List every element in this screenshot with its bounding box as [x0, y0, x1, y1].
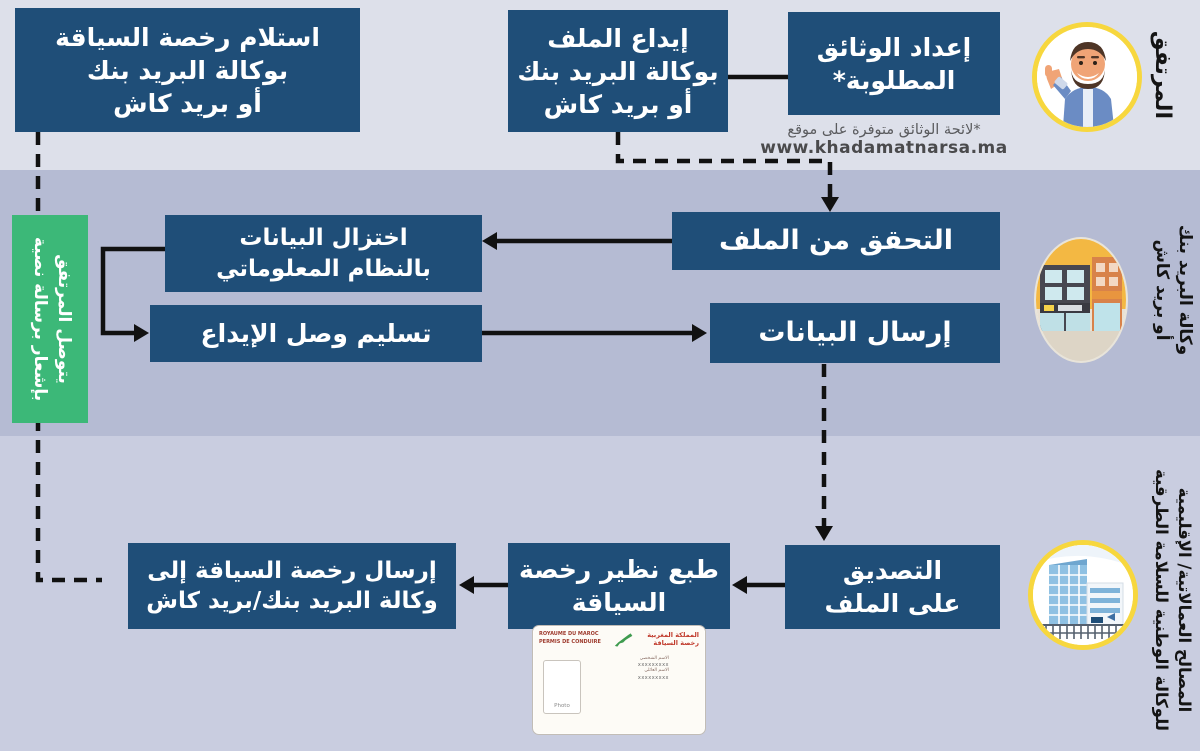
license-card-french-title: ROYAUME DU MAROC PERMIS DE CONDUIRE: [539, 631, 601, 648]
step-certify-file: التصديق على الملف: [785, 545, 1000, 629]
step-text: المطلوبة*: [832, 65, 956, 95]
footnote-website-url: www.khadamatnarsa.ma: [760, 138, 1008, 158]
step-data-entry: اختزال البيانات بالنظام المعلوماتي: [165, 215, 482, 292]
infographic-canvas: { "colors": { "lane_citizen_bg": "#dde0e…: [0, 0, 1200, 735]
morocco-map-icon: [614, 633, 633, 647]
step-text: بالنظام المعلوماتي: [216, 255, 431, 282]
lane-label-text: المصالح العمالاتية/ الإقليمية: [1175, 487, 1194, 713]
step-print-license: طبع نظير رخصة السياقة: [508, 543, 730, 629]
sms-notification-text: يتوصل المرتفق بإشعار برسالة نصية: [25, 214, 75, 424]
card-country-ar: المملكة المغربية: [647, 631, 699, 639]
step-text: تسليم وصل الإيداع: [200, 319, 432, 348]
lane-label-text: وكالة البريد بنك: [1175, 224, 1195, 356]
license-photo-placeholder: Photo: [543, 660, 581, 714]
step-verify-file: التحقق من الملف: [672, 212, 1000, 270]
narsa-building-icon: [1028, 540, 1138, 650]
storefront-illustration: [1036, 239, 1126, 361]
lane-post-office: [0, 170, 1200, 436]
man-thumbs-up-icon: [1037, 27, 1137, 127]
lane-label-text: المرتفق: [1150, 30, 1175, 120]
step-text: استلام رخصة السياقة: [55, 22, 320, 52]
card-doc-ar: رخصة السياقة: [653, 639, 699, 648]
lane-label-narsa: المصالح العمالاتية/ الإقليمية للوكالة ال…: [1140, 455, 1196, 745]
step-send-license: إرسال رخصة السياقة إلى وكالة البريد بنك/…: [128, 543, 456, 629]
license-card-fields: الاسم الشخصي xxxxxxxxx الاسم العائلي xxx…: [589, 656, 669, 681]
step-text: طبع نظير رخصة: [519, 555, 719, 584]
sms-note-line: يتوصل المرتفق: [54, 254, 74, 384]
step-text: اختزال البيانات: [239, 225, 408, 252]
card-field-label: الاسم الشخصي: [639, 656, 669, 661]
sms-notification-note: يتوصل المرتفق بإشعار برسالة نصية: [12, 215, 88, 423]
lane-label-text: أو بريد كاش: [1152, 239, 1173, 341]
step-text: على الملف: [824, 589, 961, 618]
lane-label-citizen: المرتفق: [1138, 28, 1186, 122]
office-building-illustration: [1033, 545, 1133, 645]
step-text: إرسال رخصة السياقة إلى: [147, 557, 437, 584]
step-receive-license: استلام رخصة السياقة بوكالة البريد بنك أو…: [15, 8, 360, 132]
step-text: أو بريد كاش: [543, 89, 693, 119]
step-text: إرسال البيانات: [758, 317, 952, 349]
step-text: التصديق: [842, 556, 943, 585]
citizen-avatar-icon: [1032, 22, 1142, 132]
lane-label-text: للوكالة الوطنية للسلامة الطرقية: [1151, 469, 1171, 731]
step-text: السياقة: [571, 588, 667, 617]
step-prepare-documents: إعداد الوثائق المطلوبة*: [788, 12, 1000, 115]
card-doc-fr: PERMIS DE CONDUIRE: [539, 638, 601, 645]
footnote-text: *لائحة الوثائق متوفرة على موقع: [787, 122, 981, 138]
card-field-value: xxxxxxxxx: [637, 662, 669, 669]
step-text: أو بريد كاش: [113, 88, 262, 118]
step-deliver-receipt: تسليم وصل الإيداع: [150, 305, 482, 362]
step-text: التحقق من الملف: [718, 225, 954, 257]
card-field-value: xxxxxxxxx: [637, 674, 669, 681]
documents-footnote: *لائحة الوثائق متوفرة على موقع www.khada…: [758, 122, 1010, 158]
step-text: بوكالة البريد بنك: [517, 56, 719, 86]
post-office-storefront-icon: [1034, 237, 1128, 363]
step-deposit-file: إيداع الملف بوكالة البريد بنك أو بريد كا…: [508, 10, 728, 132]
sms-note-line: بإشعار برسالة نصية: [30, 236, 51, 402]
license-card-arabic-title: المملكة المغربية رخصة السياقة: [647, 631, 699, 648]
step-text: وكالة البريد بنك/بريد كاش: [146, 588, 438, 614]
step-send-data: إرسال البيانات: [710, 303, 1000, 363]
license-card-header: ROYAUME DU MAROC PERMIS DE CONDUIRE المم…: [539, 631, 699, 648]
card-field-label: الاسم العائلي: [644, 668, 669, 674]
step-text: إيداع الملف: [547, 23, 689, 53]
lane-label-post-office: وكالة البريد بنك أو بريد كاش: [1146, 222, 1196, 358]
driving-license-card: ROYAUME DU MAROC PERMIS DE CONDUIRE المم…: [532, 625, 706, 735]
step-text: إعداد الوثائق: [816, 32, 972, 62]
step-text: بوكالة البريد بنك: [86, 55, 289, 85]
card-country-fr: ROYAUME DU MAROC: [539, 631, 599, 637]
